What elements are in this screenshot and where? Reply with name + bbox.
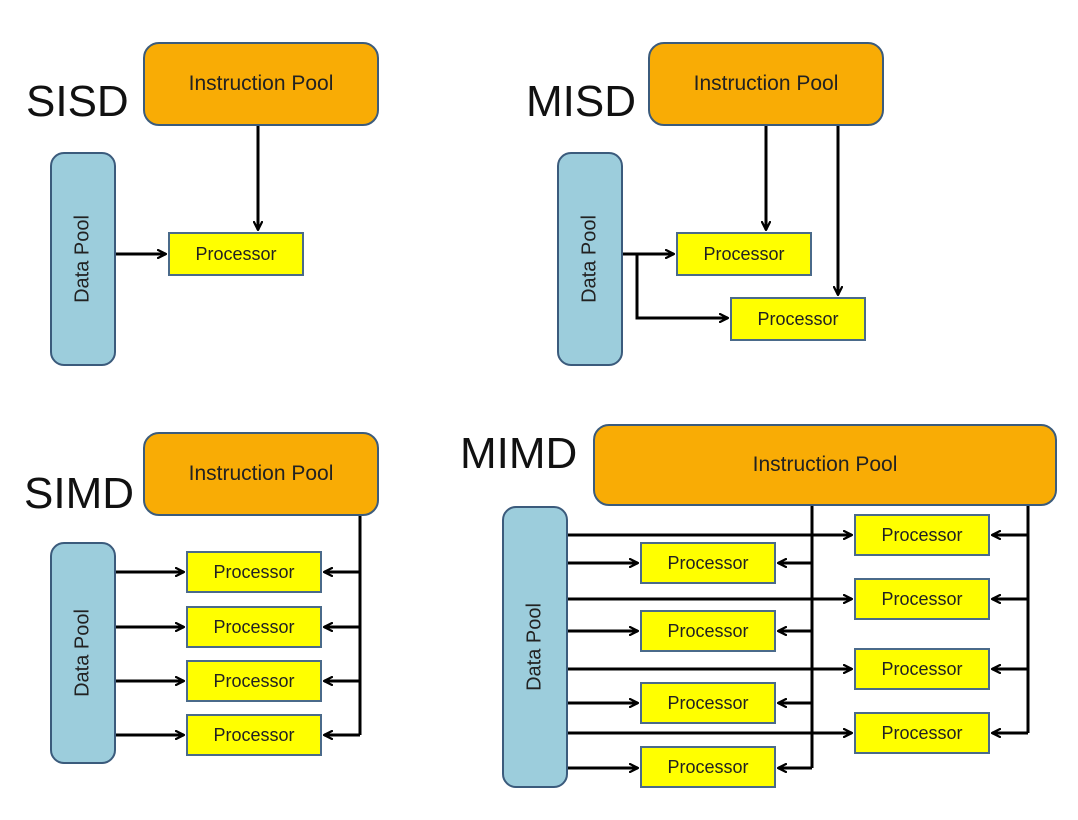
sisd-processor: Processor: [168, 232, 304, 276]
mimd-data-pool: Data Pool: [502, 506, 568, 788]
sisd-data-pool: Data Pool: [50, 152, 116, 366]
sisd-title: SISD: [26, 77, 129, 126]
mimd-title: MIMD: [460, 429, 578, 478]
simd-processor-1: Processor: [186, 551, 322, 593]
simd-processor-2: Processor: [186, 606, 322, 648]
mimd-processor-left-4: Processor: [640, 746, 776, 788]
simd-title: SIMD: [24, 469, 134, 518]
mimd-processor-right-3: Processor: [854, 648, 990, 690]
misd-data-pool: Data Pool: [557, 152, 623, 366]
simd-instruction-pool: Instruction Pool: [143, 432, 379, 516]
simd-data-pool: Data Pool: [50, 542, 116, 764]
mimd-processor-right-4: Processor: [854, 712, 990, 754]
mimd-processor-left-3: Processor: [640, 682, 776, 724]
sisd-instruction-pool: Instruction Pool: [143, 42, 379, 126]
misd-title: MISD: [526, 77, 636, 126]
mimd-processor-right-1: Processor: [854, 514, 990, 556]
misd-processor-1: Processor: [676, 232, 812, 276]
mimd-instruction-pool: Instruction Pool: [593, 424, 1057, 506]
misd-instruction-pool: Instruction Pool: [648, 42, 884, 126]
misd-processor-2: Processor: [730, 297, 866, 341]
mimd-processor-left-2: Processor: [640, 610, 776, 652]
misd-data-arrow-2: [635, 254, 728, 318]
mimd-processor-left-1: Processor: [640, 542, 776, 584]
simd-processor-3: Processor: [186, 660, 322, 702]
simd-processor-4: Processor: [186, 714, 322, 756]
mimd-processor-right-2: Processor: [854, 578, 990, 620]
